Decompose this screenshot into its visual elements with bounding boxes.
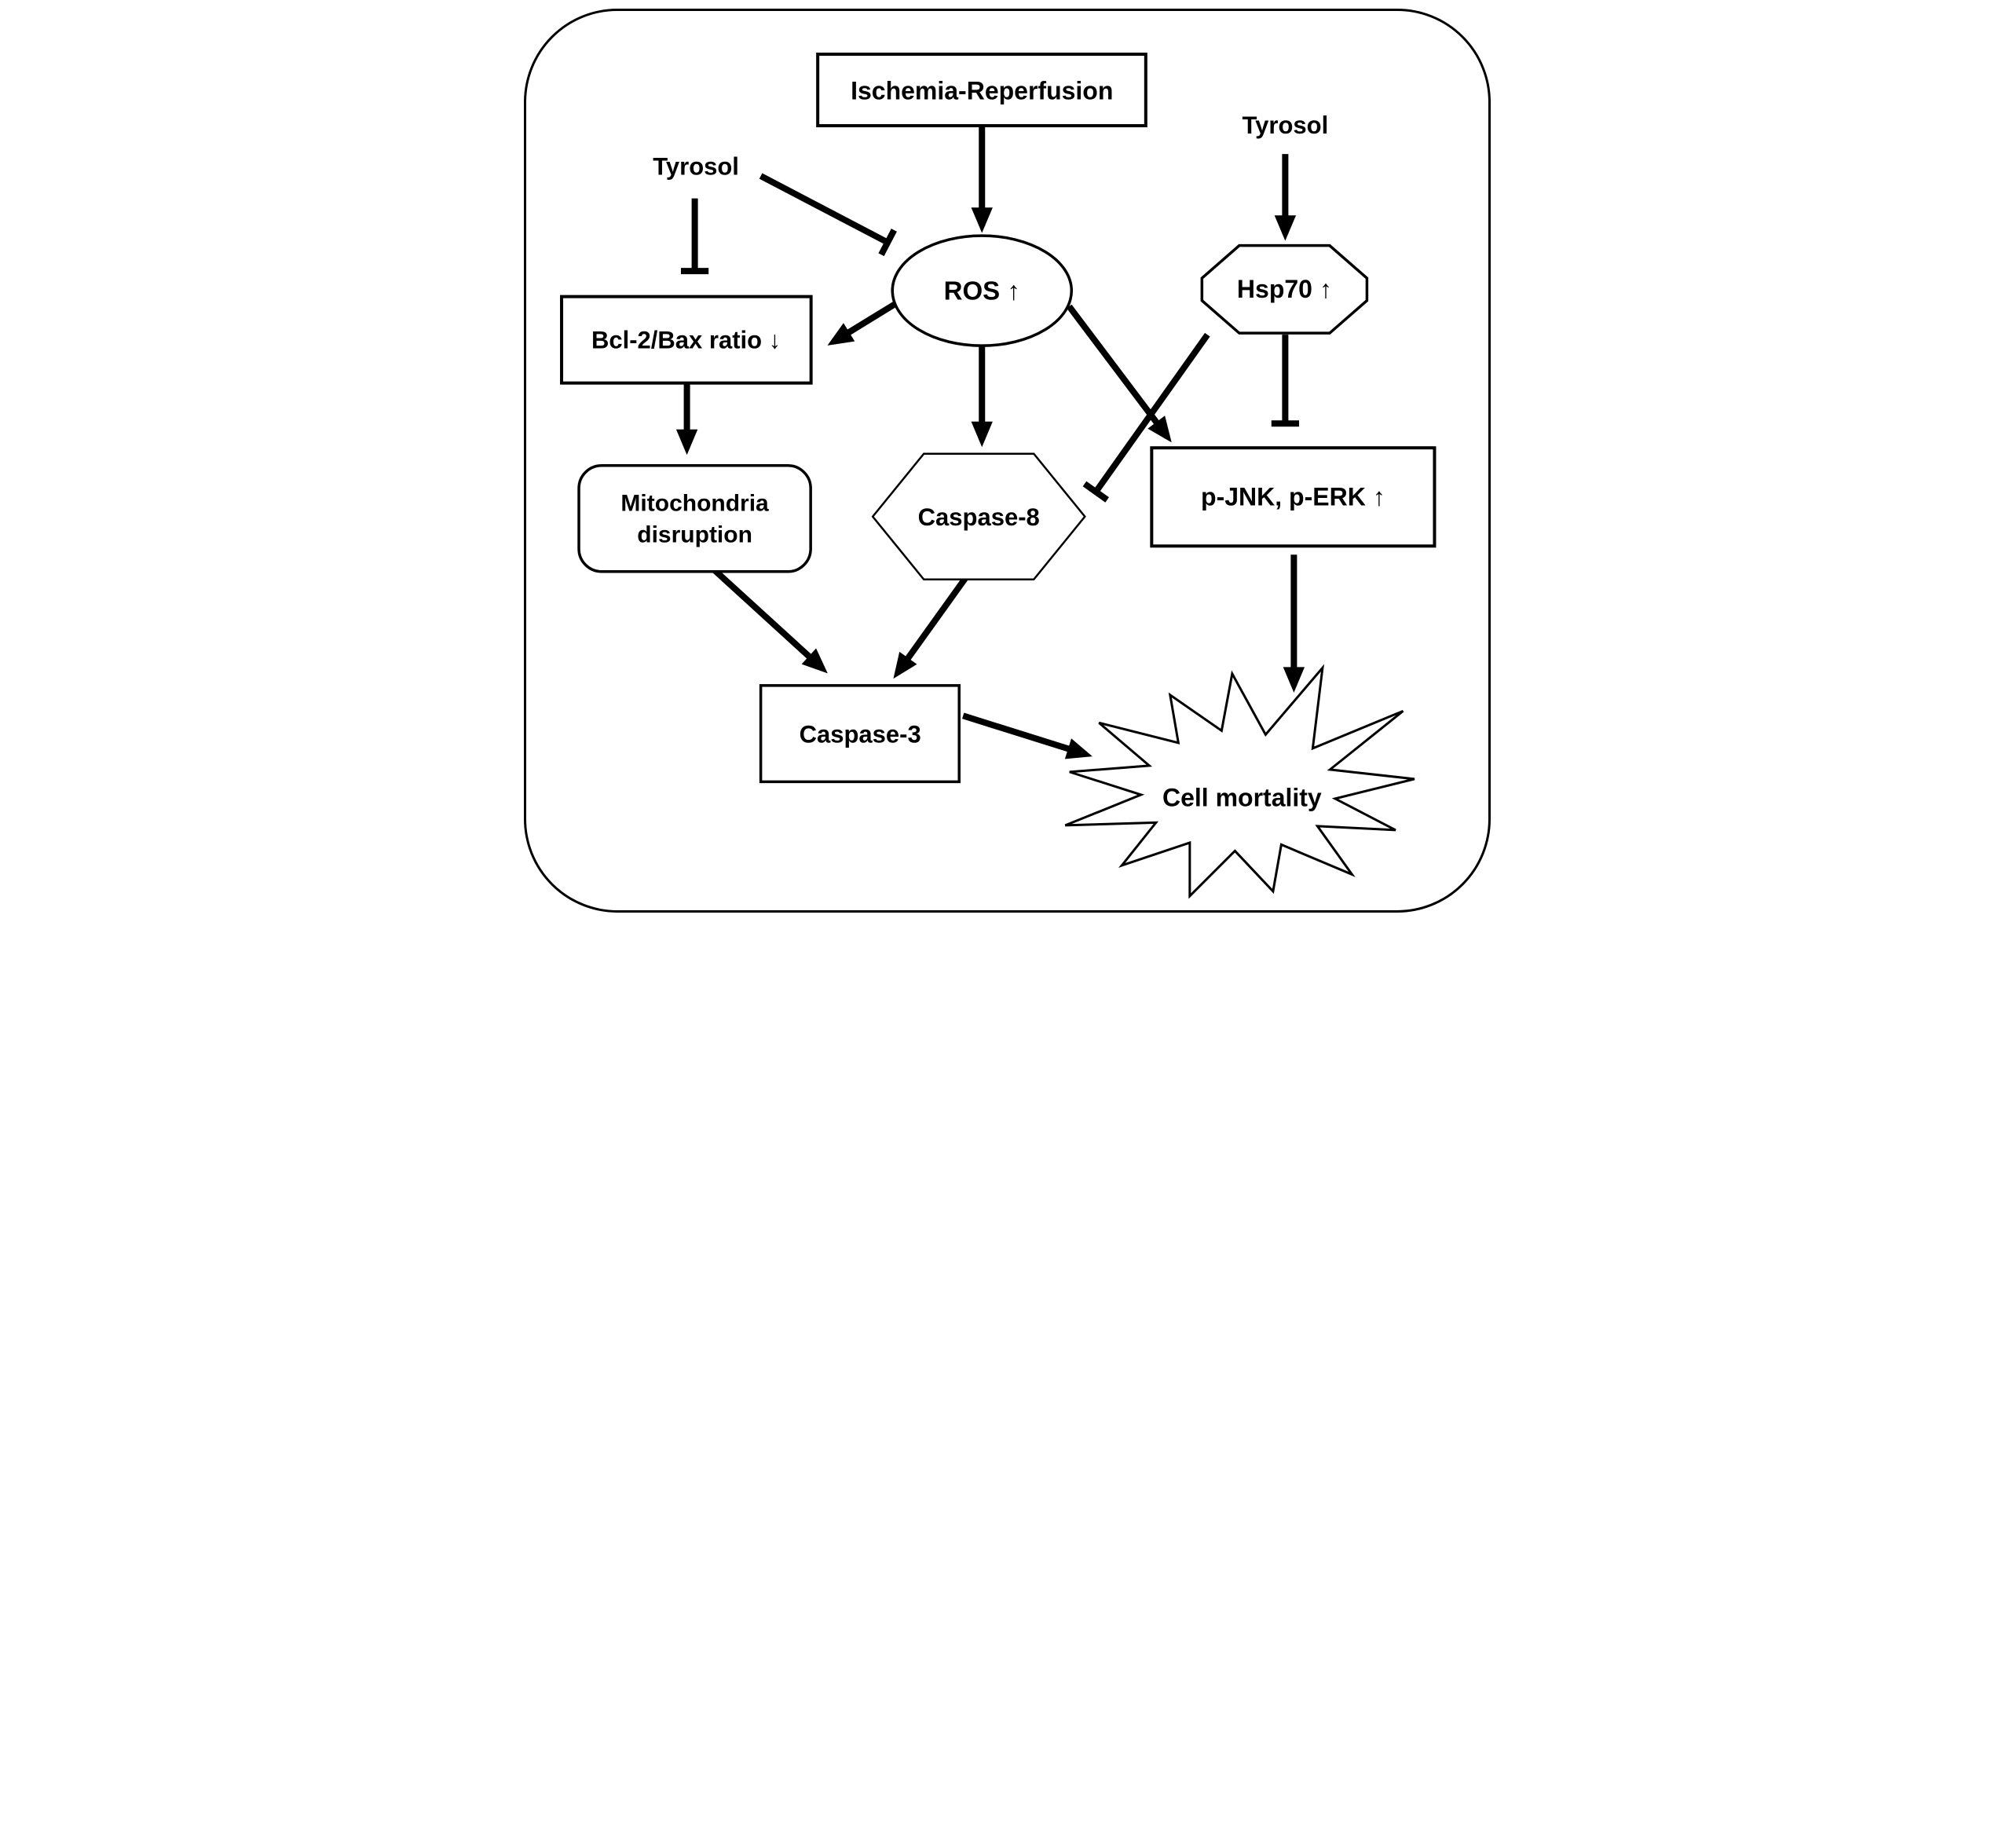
node-ros: ROS ↑ xyxy=(890,234,1073,347)
tyrosol-right-label: Tyrosol xyxy=(1242,112,1328,139)
node-pjnk-perk: p-JNK, p-ERK ↑ xyxy=(1149,446,1436,548)
ros-label: ROS ↑ xyxy=(943,276,1019,306)
node-cell-mortality: Cell mortality xyxy=(1064,664,1415,899)
ischemia-label: Ischemia-Reperfusion xyxy=(851,77,1113,105)
mitochondria-label-line2: disruption xyxy=(637,521,752,547)
node-bcl2-bax-ratio: Bcl-2/Bax ratio ↓ xyxy=(559,295,813,385)
mitochondria-label-line1: Mitochondria xyxy=(620,490,769,516)
node-hsp70: Hsp70 ↑ xyxy=(1200,243,1368,335)
cell-mortality-label: Cell mortality xyxy=(1162,783,1322,811)
caspase3-label: Caspase-3 xyxy=(799,720,920,748)
node-ischemia-reperfusion: Ischemia-Reperfusion xyxy=(815,53,1147,128)
diagram-canvas: Ischemia-Reperfusion Tyrosol Tyrosol ROS… xyxy=(523,9,1491,913)
node-caspase3: Caspase-3 xyxy=(759,684,961,784)
edge-ros-to-bcl2bax-arrow xyxy=(826,300,898,346)
tyrosol-left-label: Tyrosol xyxy=(653,153,739,181)
node-mitochondria-disruption: Mitochondria disruption xyxy=(576,463,812,573)
hsp70-label: Hsp70 ↑ xyxy=(1236,275,1331,303)
bcl2-bax-label: Bcl-2/Bax ratio ↓ xyxy=(591,327,780,354)
node-caspase8: Caspase-8 xyxy=(871,452,1086,581)
edge-caspase8-to-caspase3-arrow xyxy=(892,565,975,679)
edge-tyrosol-left-to-ros-inhibitor xyxy=(759,173,897,257)
pjnk-perk-label: p-JNK, p-ERK ↑ xyxy=(1201,483,1385,511)
starburst-shape xyxy=(1064,664,1415,899)
edge-mitochondria-to-caspase3-arrow xyxy=(699,556,828,674)
pathway-diagram: Ischemia-Reperfusion Tyrosol Tyrosol ROS… xyxy=(503,0,1510,924)
caspase8-label: Caspase-8 xyxy=(917,503,1039,531)
edge-caspase3-to-cellmortality-arrow xyxy=(961,712,1093,759)
edge-hsp70-to-caspase8-inhibitor xyxy=(1082,332,1210,503)
